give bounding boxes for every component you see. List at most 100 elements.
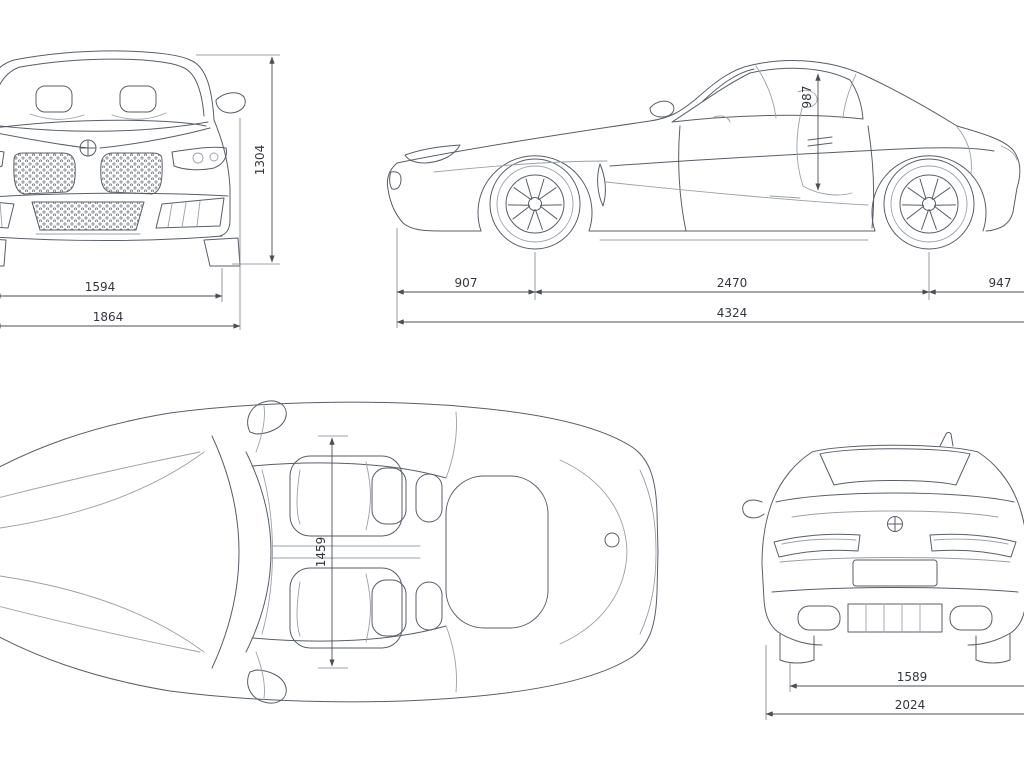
windshield-inner-line	[702, 68, 755, 102]
exhaust-left	[797, 605, 841, 631]
front-cowl	[0, 121, 209, 132]
center-console	[271, 545, 421, 559]
deck-seam-lower	[445, 625, 457, 693]
headlight-left	[0, 150, 5, 168]
headlight-right	[171, 146, 227, 171]
rear-deck-line	[775, 492, 1015, 503]
side-intake-right-slats	[167, 200, 201, 228]
center-intake	[31, 201, 145, 231]
rear-mirror-left	[742, 499, 765, 519]
dashboard-line	[261, 469, 273, 635]
front-windshield-glass	[0, 58, 205, 117]
taillight-right-inner	[933, 538, 1009, 545]
brand-roundel-icon	[79, 139, 97, 157]
front-view-dimensions: 1304 1594 1864	[0, 54, 280, 330]
seat-top-left	[29, 113, 85, 120]
roof-seam-rear	[842, 73, 857, 119]
seat-top-right	[111, 112, 167, 120]
seat-passenger	[289, 567, 407, 649]
dim-label-rear-width: 2024	[895, 698, 926, 712]
rear-wheel-right	[975, 633, 1011, 664]
mirror-right	[215, 92, 246, 114]
taillight-left	[773, 533, 861, 558]
door-seam-rear	[867, 125, 875, 229]
seat-driver	[289, 455, 407, 537]
rear-lamp	[1000, 145, 1018, 161]
rear-body-side-left	[761, 451, 813, 633]
top-body-outline-lower	[0, 551, 659, 703]
exhaust-right	[949, 605, 993, 631]
roof-rail-upper	[251, 462, 447, 479]
top-view-dimensions: 1459	[314, 435, 348, 669]
front-wheel-right	[203, 237, 241, 267]
side-grille	[389, 171, 402, 190]
bumper-corner-right	[967, 631, 1013, 646]
kidney-grille-left	[13, 152, 76, 195]
dim-label-front-width: 1864	[93, 310, 124, 324]
hood-crease-upper	[0, 451, 205, 529]
dim-label-front-track: 1594	[85, 280, 116, 294]
top-windshield-top	[245, 451, 272, 653]
side-intake-left-slats	[0, 201, 3, 228]
bumper-corner-left	[777, 631, 823, 646]
taillight-left-inner	[781, 538, 857, 545]
hood-crease-left	[0, 133, 89, 149]
roof-seam-front	[755, 65, 777, 119]
top-mirror-lower	[247, 669, 287, 704]
hood-crease-right	[99, 127, 211, 149]
rear-bumper-crease	[771, 587, 1019, 593]
rear-view	[742, 432, 1024, 664]
dim-label-rear-track: 1589	[897, 670, 928, 684]
dim-label-length: 4324	[717, 306, 748, 320]
license-plate-recess	[852, 559, 938, 587]
door-seam-front	[678, 125, 687, 232]
top-rear-inner-line	[639, 469, 657, 635]
headlight-right-lens-2	[209, 152, 219, 162]
diffuser-slats	[865, 603, 921, 633]
hood-line-lower	[0, 606, 201, 653]
roll-hoop-lower	[415, 581, 443, 631]
antenna-fin	[939, 432, 954, 447]
fender-crease	[433, 160, 608, 173]
top-view	[0, 400, 659, 704]
lower-door-crease	[605, 181, 869, 206]
front-body-side-right	[213, 119, 231, 237]
rear-window-glass	[819, 448, 971, 486]
rear-window	[445, 475, 549, 629]
dim-label-front-height: 1304	[253, 145, 267, 176]
fuel-cap	[604, 532, 620, 548]
dim-label-rear-overhang: 947	[989, 276, 1012, 290]
top-body-outline-upper	[0, 401, 659, 553]
rear-mid-crease	[779, 557, 1011, 563]
rear-brand-roundel-icon	[887, 516, 903, 532]
side-view-dimensions: 987 907 2470 947 4324	[396, 73, 1024, 328]
character-line	[609, 147, 995, 167]
front-wheel	[489, 158, 581, 250]
rear-body-side-right	[977, 451, 1024, 633]
hood-upper-line	[0, 119, 207, 128]
diffuser	[847, 603, 943, 633]
top-mirror-upper	[247, 400, 287, 435]
door-seam-lower	[255, 651, 265, 699]
rear-roof	[811, 444, 979, 453]
rear-wheel	[883, 158, 975, 250]
side-headlight	[404, 144, 461, 164]
trunk-arc	[559, 459, 628, 645]
door-seam-upper	[255, 405, 265, 453]
side-intake-left	[0, 202, 15, 229]
dim-label-cabin-height: 987	[800, 86, 814, 109]
top-windshield-base	[211, 435, 240, 669]
front-splitter	[0, 235, 223, 241]
front-wheel-arch	[477, 155, 593, 232]
headrest-right	[119, 85, 157, 113]
front-wheel-left	[0, 239, 7, 267]
rear-wheel-arch	[871, 155, 987, 232]
front-view	[0, 50, 246, 267]
side-vent	[597, 163, 606, 207]
side-mirror	[649, 100, 675, 118]
taillight-right	[929, 533, 1017, 558]
headrest-left	[35, 85, 73, 113]
front-windshield-frame	[0, 50, 215, 121]
roof-rail-lower	[251, 625, 447, 642]
